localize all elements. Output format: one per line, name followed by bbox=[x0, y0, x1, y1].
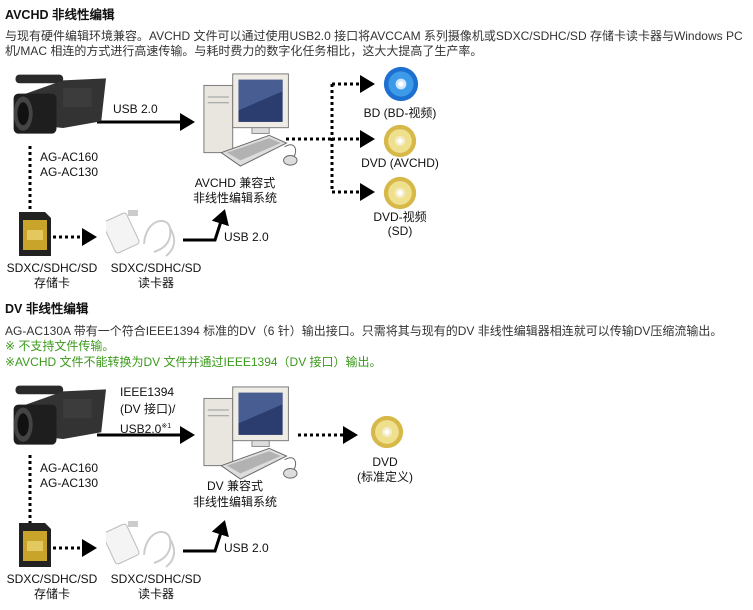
camera-model-2: AG-AC130 bbox=[40, 165, 99, 179]
reader-usb-label: USB 2.0 bbox=[224, 230, 269, 244]
dvd-disc-icon bbox=[383, 176, 417, 210]
output-dvd-sub-label: (标准定义) bbox=[357, 470, 413, 484]
computer-icon bbox=[200, 385, 300, 481]
reader-usb-arrow bbox=[183, 209, 229, 242]
dvd-disc-icon bbox=[370, 415, 404, 449]
usb-label: USB 2.0 bbox=[113, 102, 158, 116]
reader-label-1: SDXC/SDHC/SD bbox=[110, 572, 202, 586]
reader-usb-arrow bbox=[183, 520, 229, 553]
reader-label-2: 读卡器 bbox=[137, 587, 174, 601]
output-dvd-label: DVD bbox=[372, 455, 398, 469]
pc-label-2: 非线性编辑系统 bbox=[192, 191, 277, 205]
pc-label-2: 非线性编辑系统 bbox=[192, 495, 277, 509]
connection-label-2: (DV 接口)/ bbox=[120, 402, 176, 416]
camcorder-icon bbox=[6, 68, 106, 146]
card-label-2: 存储卡 bbox=[33, 587, 70, 601]
reader-label-2: 读卡器 bbox=[137, 276, 174, 290]
card-reader-icon bbox=[106, 519, 186, 569]
camcorder-icon bbox=[6, 379, 106, 457]
dv-note-1: ※ 不支持文件传输。 bbox=[5, 339, 115, 353]
dv-workflow-diagram: IEEE1394 (DV 接口)/ USB2.0※1 AG-AC160 AG-A… bbox=[0, 375, 460, 610]
diagram-connectors bbox=[28, 75, 375, 246]
pc-label-1: AVCHD 兼容式 bbox=[194, 176, 276, 190]
section-heading-dv: DV 非线性编辑 bbox=[5, 302, 89, 316]
output-dvd-avchd-label: DVD (AVCHD) bbox=[361, 156, 439, 170]
dvd-disc-icon bbox=[383, 124, 417, 158]
camera-model-1: AG-AC160 bbox=[40, 461, 99, 475]
sd-card-icon bbox=[19, 212, 51, 256]
output-bd-label: BD (BD-视频) bbox=[363, 106, 437, 120]
reader-usb-label: USB 2.0 bbox=[224, 541, 269, 555]
output-dvd-video-sub-label: (SD) bbox=[387, 224, 413, 238]
card-label-1: SDXC/SDHC/SD bbox=[6, 572, 98, 586]
diagram-connectors bbox=[28, 426, 358, 557]
connection-label-3: USB2.0※1 bbox=[120, 419, 171, 437]
camera-model-1: AG-AC160 bbox=[40, 150, 99, 164]
pc-label-1: DV 兼容式 bbox=[206, 479, 263, 493]
footnote-marker: ※1 bbox=[161, 423, 172, 430]
computer-icon bbox=[200, 72, 300, 168]
dv-note-2: ※AVCHD 文件不能转换为DV 文件并通过IEEE1394（DV 接口）输出。 bbox=[5, 355, 382, 369]
bd-disc-icon bbox=[383, 66, 419, 102]
card-label-2: 存储卡 bbox=[33, 276, 70, 290]
avchd-workflow-diagram: USB 2.0 AG-AC160 AG-AC130 AVCHD 兼容式 非线性编… bbox=[0, 60, 460, 295]
card-label-1: SDXC/SDHC/SD bbox=[6, 261, 98, 275]
card-reader-icon bbox=[106, 208, 186, 258]
connection-usb-text: USB2.0 bbox=[120, 422, 162, 436]
avchd-description-line1: 与现有硬件编辑环境兼容。AVCHD 文件可以通过使用USB2.0 接口将AVCC… bbox=[5, 29, 743, 43]
output-dvd-video-label: DVD-视频 bbox=[373, 210, 427, 224]
avchd-description-line2: 机/MAC 相连的方式进行高速传输。与耗时费力的数字化任务相比，这大大提高了生产… bbox=[5, 44, 483, 58]
dv-description: AG-AC130A 带有一个符合IEEE1394 标准的DV（6 针）输出接口。… bbox=[5, 324, 723, 338]
sd-card-icon bbox=[19, 523, 51, 567]
connection-label-1: IEEE1394 bbox=[120, 385, 175, 399]
reader-label-1: SDXC/SDHC/SD bbox=[110, 261, 202, 275]
section-heading-avchd: AVCHD 非线性编辑 bbox=[5, 8, 115, 22]
camera-model-2: AG-AC130 bbox=[40, 476, 99, 490]
